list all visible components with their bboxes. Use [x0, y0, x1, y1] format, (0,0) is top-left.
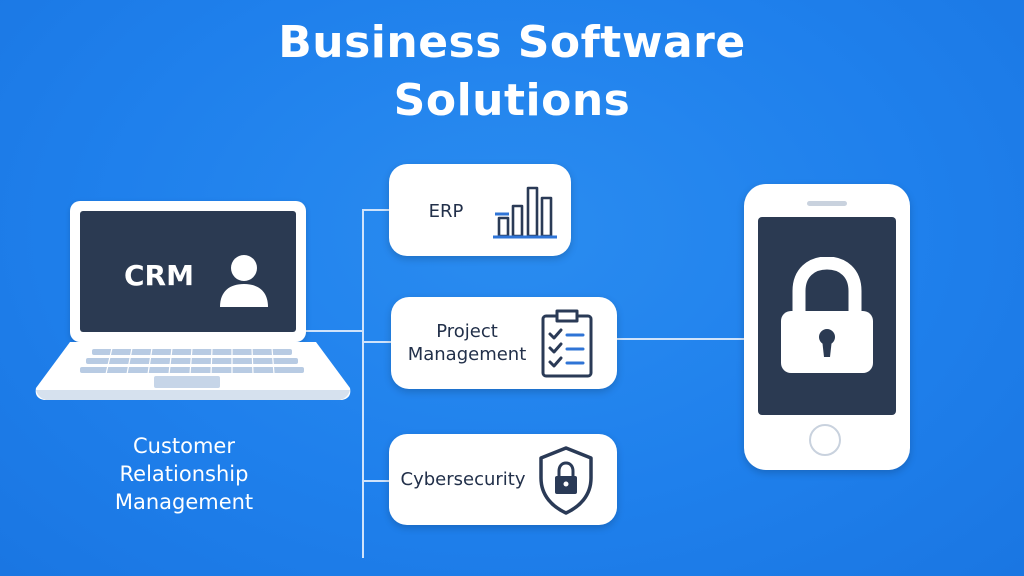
user-icon — [220, 255, 268, 307]
laptop-screen: CRM — [80, 211, 296, 332]
connector-phone — [617, 338, 745, 340]
laptop-keyboard-base — [35, 342, 351, 400]
padlock-icon — [781, 257, 873, 373]
phone-screen — [758, 217, 896, 415]
diagram-title: Business Software Solutions — [278, 17, 746, 126]
erp-label: ERP — [428, 201, 464, 222]
cybersecurity-card: Cybersecurity — [389, 434, 617, 525]
crm-caption: Customer Relationship Management — [114, 434, 254, 514]
connector-project — [362, 341, 392, 343]
phone-speaker — [807, 201, 847, 206]
connector-cyber — [362, 480, 390, 482]
erp-card: ERP — [389, 164, 571, 256]
cybersecurity-label: Cybersecurity — [400, 469, 526, 490]
phone-home-button — [809, 424, 841, 456]
crm-label: CRM — [124, 259, 194, 292]
smartphone — [744, 184, 910, 470]
laptop: CRM — [70, 201, 306, 342]
bar-chart-icon — [493, 186, 557, 239]
project-management-card: Project Management — [391, 297, 617, 389]
project-management-label: Project Management — [407, 321, 527, 365]
connector-laptop — [306, 330, 363, 332]
connector-trunk — [362, 210, 364, 558]
shield-lock-icon — [539, 446, 593, 515]
clipboard-checklist-icon — [541, 309, 593, 378]
connector-erp — [362, 209, 390, 211]
